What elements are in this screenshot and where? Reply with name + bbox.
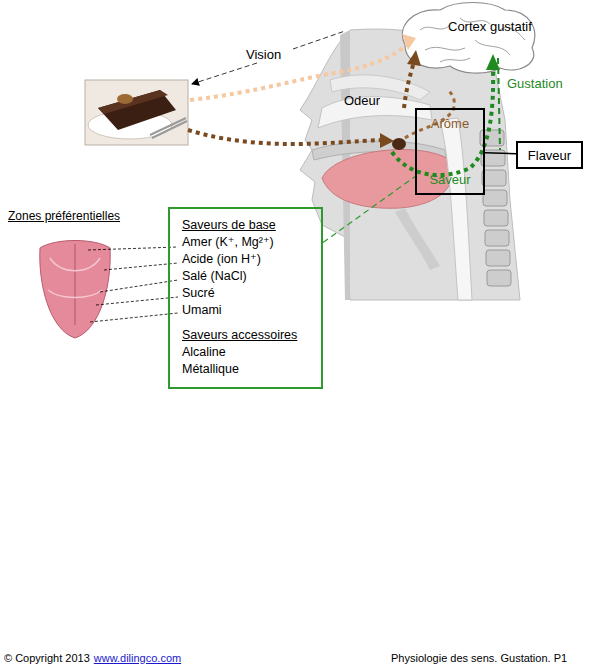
odour-to-brain [404, 62, 414, 108]
taste-list-box: Saveurs de baseAmer (K⁺, Mg²⁺)Acide (ion… [168, 207, 323, 389]
page-footer: Physiologie des sens. Gustation. P1 [391, 652, 567, 664]
vertebra [486, 250, 510, 266]
odour-head [380, 133, 394, 148]
flavour-label: Flaveur [518, 148, 581, 163]
taste-link [323, 177, 415, 243]
tongue [40, 241, 110, 339]
flavour-link [485, 153, 516, 154]
vertebra [482, 170, 506, 186]
vision-leader [293, 31, 345, 49]
vertebra [483, 190, 507, 206]
gustation-nerve [498, 58, 500, 150]
fork [150, 118, 187, 138]
taste-item: Métallique [182, 361, 321, 378]
taste-item: Umami [182, 302, 321, 319]
taste-item: Sucré [182, 285, 321, 302]
copyright: © Copyright 2013 [4, 652, 90, 664]
taste-item: Acide (ion H⁺) [182, 251, 321, 268]
tongue-midline [75, 244, 76, 325]
flavour-box: Flaveur [516, 141, 583, 169]
vertebra [484, 210, 508, 226]
cake-top [98, 90, 168, 114]
leader-line [88, 247, 178, 250]
vision-label: Vision [246, 47, 281, 62]
vision-pathway [190, 44, 408, 100]
gustation-pathway [392, 68, 493, 175]
tongue-leaders [88, 247, 178, 322]
walnut [117, 94, 133, 104]
gustation-label: Gustation [507, 76, 563, 91]
taste-item: Alcaline [182, 344, 321, 361]
odour-label: Odeur [344, 93, 380, 108]
head-silhouette [300, 29, 520, 300]
leader-line [104, 263, 178, 270]
vision-arrow [192, 63, 257, 84]
list-heading: Saveurs de base [182, 217, 321, 234]
taste-item: Amer (K⁺, Mg²⁺) [182, 234, 321, 251]
aroma-label: Arôme [417, 116, 483, 131]
website-link: www.dilingco.com [94, 652, 181, 664]
footer-left: © Copyright 2013 www.dilingco.com [4, 652, 181, 664]
taste-item: Salé (NaCl) [182, 268, 321, 285]
vision-head [402, 34, 416, 50]
brain [402, 3, 534, 74]
cake-photo [85, 80, 188, 145]
taste-label: Saveur [417, 172, 483, 187]
vertebra [485, 230, 509, 246]
list-heading: Saveurs accessoires [182, 327, 321, 344]
leader-line [100, 280, 178, 292]
cortex-label: Cortex gustatif [448, 19, 532, 34]
odour-pathway [188, 130, 382, 144]
zones-title: Zones préférentielles [8, 209, 120, 223]
pharynx [440, 118, 472, 300]
leader-line [90, 313, 178, 322]
taste-zone-outline [48, 258, 102, 298]
food-bolus [392, 138, 406, 150]
vertebra [487, 270, 511, 286]
cake-slice [98, 90, 176, 130]
flavour-zone-box: ArômeSaveur [415, 108, 485, 195]
odour-brain-head [407, 50, 421, 66]
larynx [395, 208, 440, 270]
leader-line [96, 297, 178, 305]
